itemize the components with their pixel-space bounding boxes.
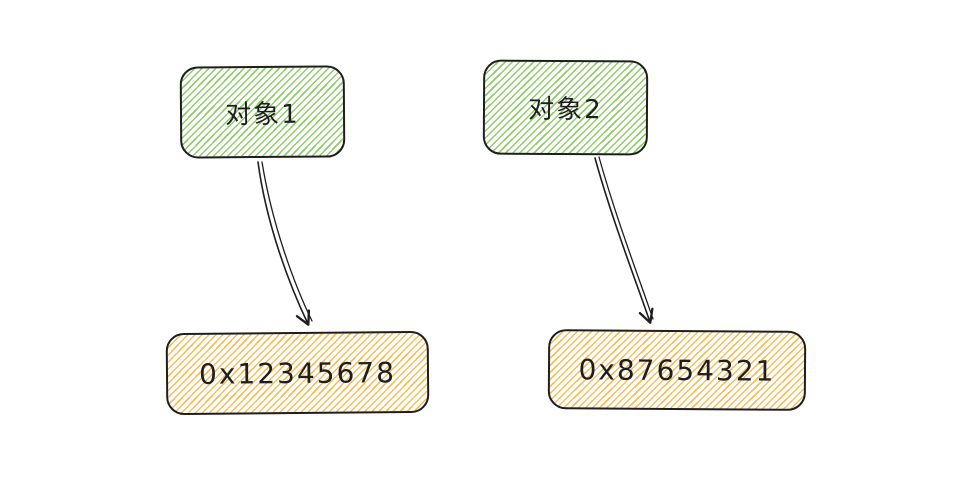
edge-object2-to-address2 [594,156,654,324]
node-address-2: 0x87654321 [547,329,807,411]
node-address-1: 0x12345678 [165,330,430,416]
node-object-1-label: 对象1 [225,99,300,130]
edge-object1-to-address1 [257,161,313,326]
node-object-1: 对象1 [179,65,346,159]
node-object-2: 对象2 [482,59,649,156]
node-address-1-label: 0x12345678 [198,355,397,391]
node-object-2-label: 对象2 [528,94,603,126]
node-address-2-label: 0x87654321 [578,352,776,388]
